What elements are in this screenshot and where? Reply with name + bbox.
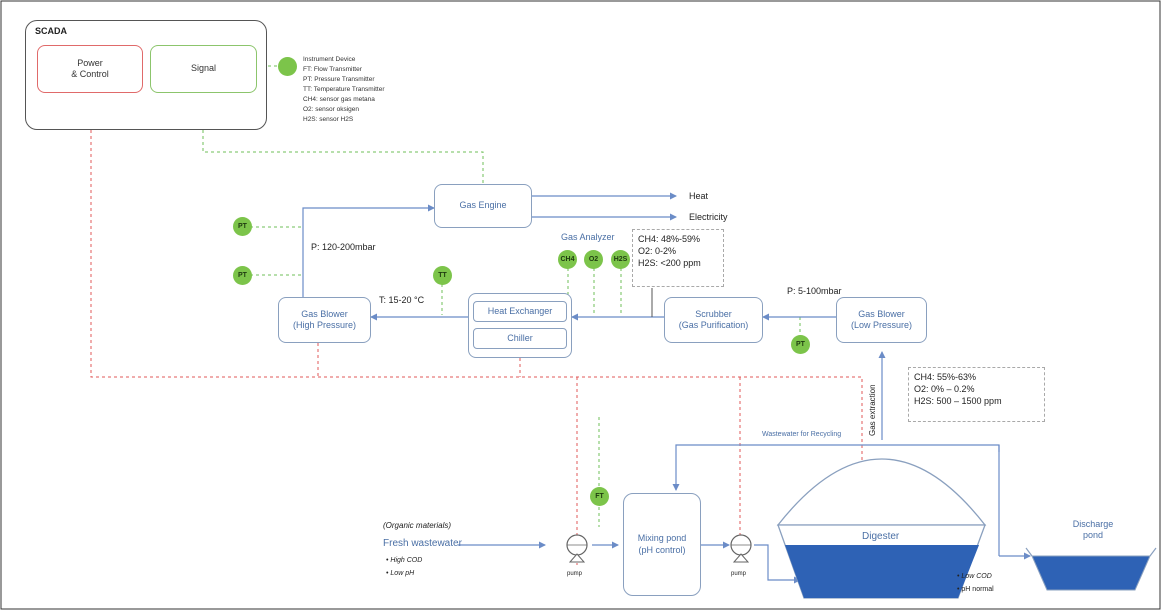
ft-sensor: FT (590, 487, 609, 506)
gas-blower-high-pressure-box: Gas Blower (High Pressure) (278, 297, 371, 343)
scada-title: SCADA (35, 26, 68, 36)
electricity-label: Electricity (689, 212, 728, 222)
chiller-box: Chiller (473, 328, 567, 349)
fresh-wastewater-label: Fresh wastewater (383, 538, 462, 549)
tt-sensor: TT (433, 266, 452, 285)
o2-sensor: O2 (584, 250, 603, 269)
pump-2-label: pump (731, 571, 747, 577)
clean-gas-composition: CH4: 48%-59% O2: 0-2% H2S: <200 ppm (632, 229, 724, 287)
pump-2-icon (730, 534, 752, 563)
outflow-note-1: • Low COD (957, 573, 992, 580)
outflow-note-2: • pH normal (957, 586, 994, 593)
pt-sensor-1: PT (233, 217, 252, 236)
discharge-pond-tank (1025, 547, 1157, 591)
digester-label: Digester (862, 531, 900, 542)
gas-extraction-label: Gas extraction (868, 384, 877, 436)
signal-box: Signal (150, 45, 257, 93)
inflow-note-1: • High COD (386, 557, 423, 564)
organic-materials-label: (Organic materials) (383, 521, 452, 530)
scrubber-box: Scrubber (Gas Purification) (664, 297, 763, 343)
instrument-legend: Instrument Device FT: Flow Transmitter P… (303, 56, 385, 124)
flow-lines (302, 192, 1031, 584)
instrument-device-icon (278, 57, 297, 76)
inflow-note-2: • Low pH (386, 570, 415, 577)
pt-sensor-2: PT (233, 266, 252, 285)
gas-blower-low-pressure-box: Gas Blower (Low Pressure) (836, 297, 927, 343)
mixing-pond-box: Mixing pond (pH control) (623, 493, 701, 596)
pt-sensor-3: PT (791, 335, 810, 354)
power-control-box: Power & Control (37, 45, 143, 93)
gas-engine-box: Gas Engine (434, 184, 532, 228)
pressure-high-label: P: 120-200mbar (311, 242, 376, 252)
discharge-pond-label: Discharge pond (1072, 518, 1114, 540)
h2s-sensor: H2S (611, 250, 630, 269)
recycling-label: Wastewater for Recycling (762, 431, 842, 438)
heat-exchanger-box: Heat Exchanger (473, 301, 567, 322)
pump-1-icon (566, 534, 588, 563)
temperature-label: T: 15-20 °C (379, 295, 425, 305)
pressure-low-label: P: 5-100mbar (787, 286, 842, 296)
digester-tank (776, 458, 987, 599)
raw-gas-composition: CH4: 55%-63% O2: 0% – 0.2% H2S: 500 – 15… (908, 367, 1045, 422)
ch4-sensor: CH4 (558, 250, 577, 269)
gas-analyzer-label: Gas Analyzer (561, 232, 615, 242)
heat-label: Heat (689, 191, 709, 201)
pump-1-label: pump (567, 571, 583, 577)
